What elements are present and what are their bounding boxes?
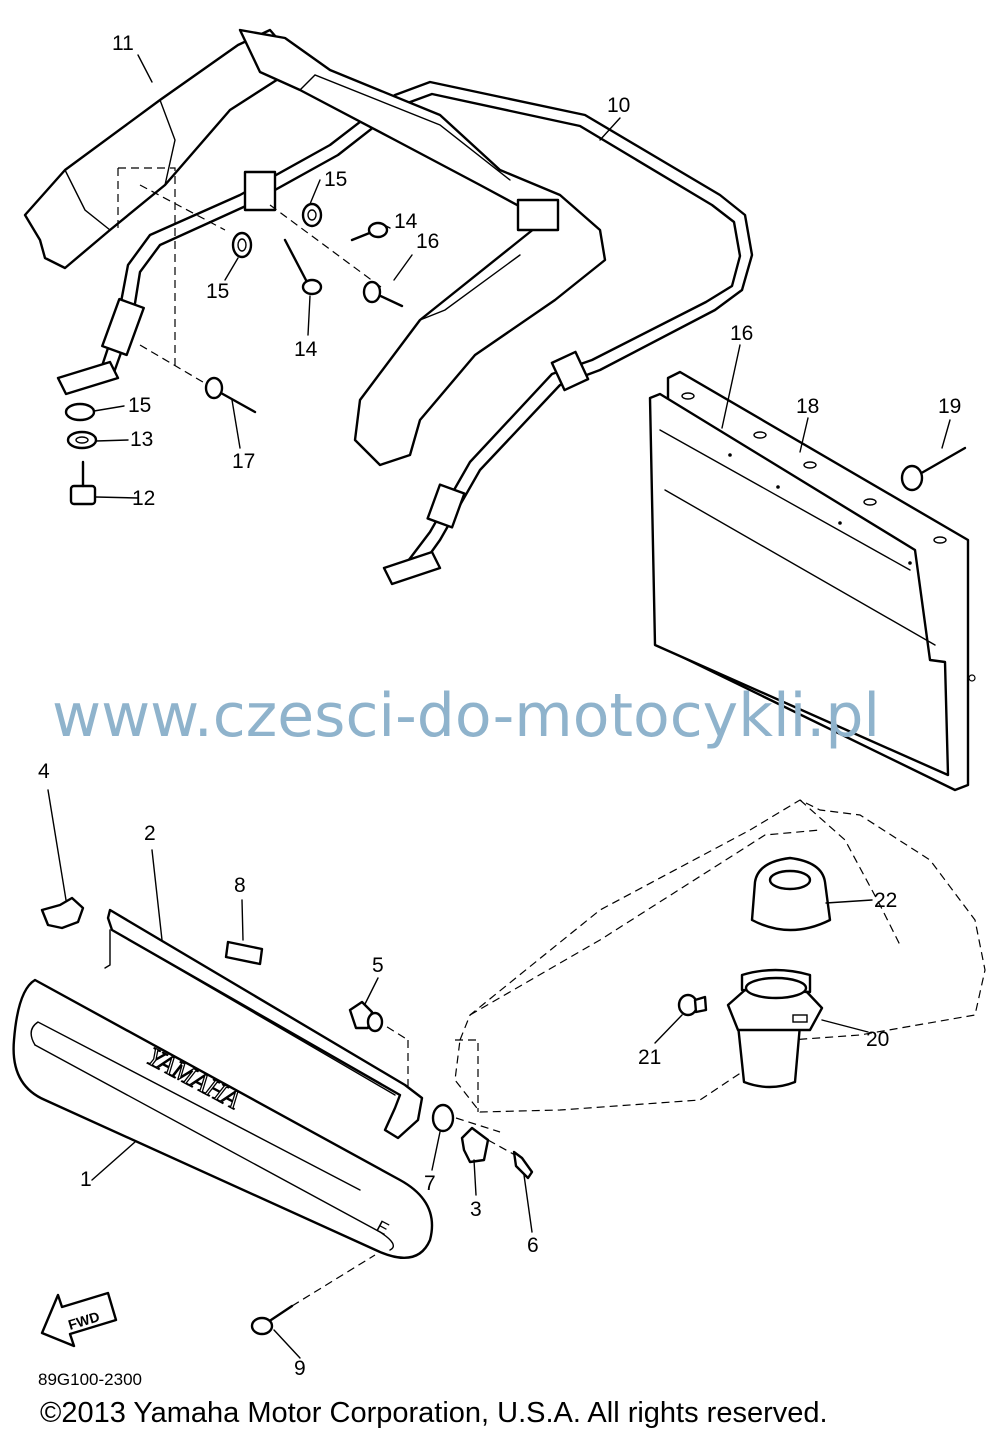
label-8: 8 [234,874,246,897]
label-18: 19 [938,395,961,418]
watermark-text: www.czesci-do-motocykli.pl [52,681,880,751]
label-9: 9 [294,1357,306,1380]
label-10: 10 [607,94,630,117]
tank-cap [750,856,832,932]
label-21: 21 [638,1046,661,1069]
clip-6 [512,1150,534,1180]
label-15-low: 15 [128,394,151,417]
washer-7 [431,1103,455,1133]
fwd-arrow: FWD [40,1291,118,1348]
small-plug [677,993,708,1017]
label-7: 7 [424,1172,436,1195]
label-3: 3 [470,1198,482,1221]
diagram-code: 89G100-2300 [38,1370,142,1389]
label-sticker [224,940,264,966]
label-6: 6 [527,1234,539,1257]
label-22: 22 [874,889,897,912]
label-15-mid: 15 [206,280,229,303]
label-14-low: 14 [294,338,318,361]
label-11: 11 [112,32,134,55]
filler-neck [726,968,824,1089]
part-labels: 11 10 15 14 16 15 14 17 15 13 12 16 18 1… [38,32,961,1380]
label-13: 13 [130,428,153,451]
label-4: 4 [38,760,50,783]
label-15-top: 15 [324,168,347,191]
fasteners-upper [64,202,404,506]
label-14-top: 14 [394,210,418,233]
label-19: 16 [730,322,753,345]
leaders-upper [93,54,951,499]
label-20: 20 [866,1028,889,1051]
label-12: 12 [132,487,155,510]
nut-clip [348,1000,384,1033]
leaders-lower [47,789,873,1359]
fuel-tank [454,799,986,1113]
rack-frame [56,80,754,586]
clip-bracket [40,896,85,930]
label-17: 18 [796,395,819,418]
copyright-notice: ©2013 Yamaha Motor Corporation, U.S.A. A… [40,1397,828,1429]
screw-9 [250,1254,376,1336]
label-1: 1 [80,1168,92,1191]
label-2: 2 [144,822,156,845]
rack-side-cover [23,28,607,467]
label-5: 5 [372,954,384,977]
stay-3 [460,1126,490,1164]
label-16-top: 16 [416,230,439,253]
mud-flap [648,370,976,792]
push-rivet [900,446,967,492]
label-16-low: 17 [232,450,255,473]
